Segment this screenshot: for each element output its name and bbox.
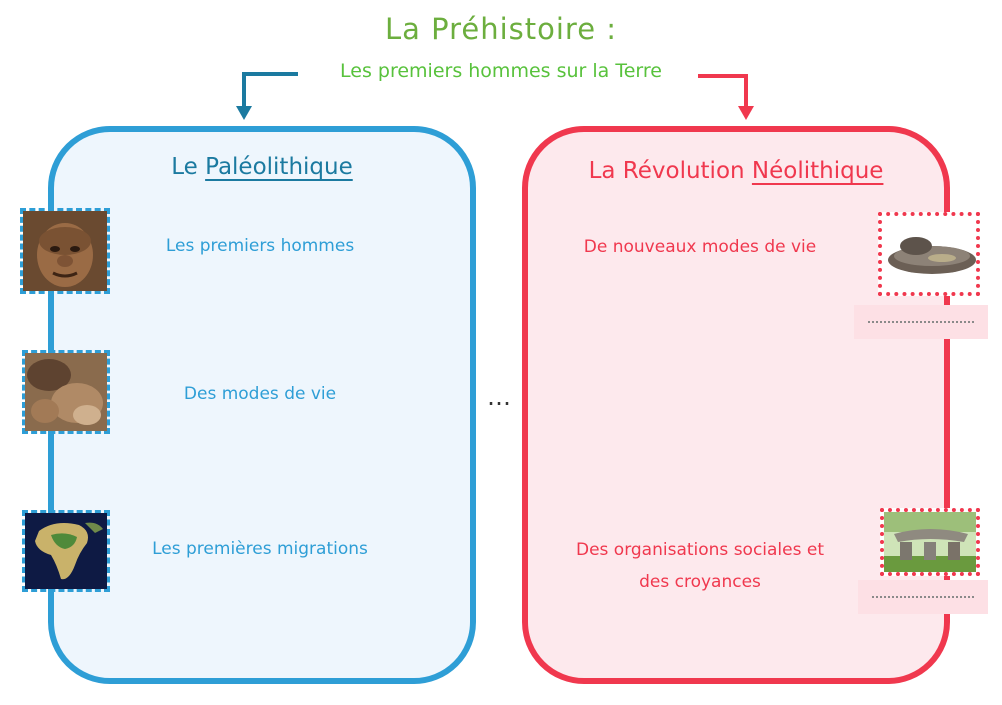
answer-field-1[interactable] xyxy=(854,305,988,339)
connector-arrows xyxy=(236,72,754,120)
stone-tool-hand-image xyxy=(22,350,110,434)
item-organisations-line1: Des organisations sociales et xyxy=(575,540,825,560)
item-organisations-line2: des croyances xyxy=(639,572,761,592)
answer-field-2[interactable] xyxy=(858,580,988,614)
arrow-to-paleolithic xyxy=(236,72,298,120)
item-nouveaux-modes-de-vie: De nouveaux modes de vie xyxy=(583,237,817,257)
item-premieres-migrations: Les premières migrations xyxy=(152,539,368,559)
item-premiers-hommes: Les premiers hommes xyxy=(165,236,355,256)
page-title: La Préhistoire : xyxy=(384,12,618,46)
page-subtitle: Les premiers hommes sur la Terre xyxy=(340,60,662,82)
paleolithic-title: Le Paléolithique xyxy=(171,154,353,180)
neolithic-title-underlined: Néolithique xyxy=(751,158,884,184)
africa-globe-image xyxy=(22,510,110,592)
dolmen-image xyxy=(880,508,980,576)
early-human-face-image xyxy=(20,208,110,294)
grinding-stone-image xyxy=(878,212,980,296)
neolithic-title: La Révolution Néolithique xyxy=(588,158,884,184)
item-organisations-sociales: Des organisations sociales et des croyan… xyxy=(530,534,870,598)
paleolithic-title-underlined: Paléolithique xyxy=(205,154,353,180)
item-modes-de-vie: Des modes de vie xyxy=(183,384,337,404)
separator-ellipsis: … xyxy=(487,383,513,411)
paleolithic-panel xyxy=(48,126,476,684)
arrow-to-neolithic xyxy=(698,74,754,120)
